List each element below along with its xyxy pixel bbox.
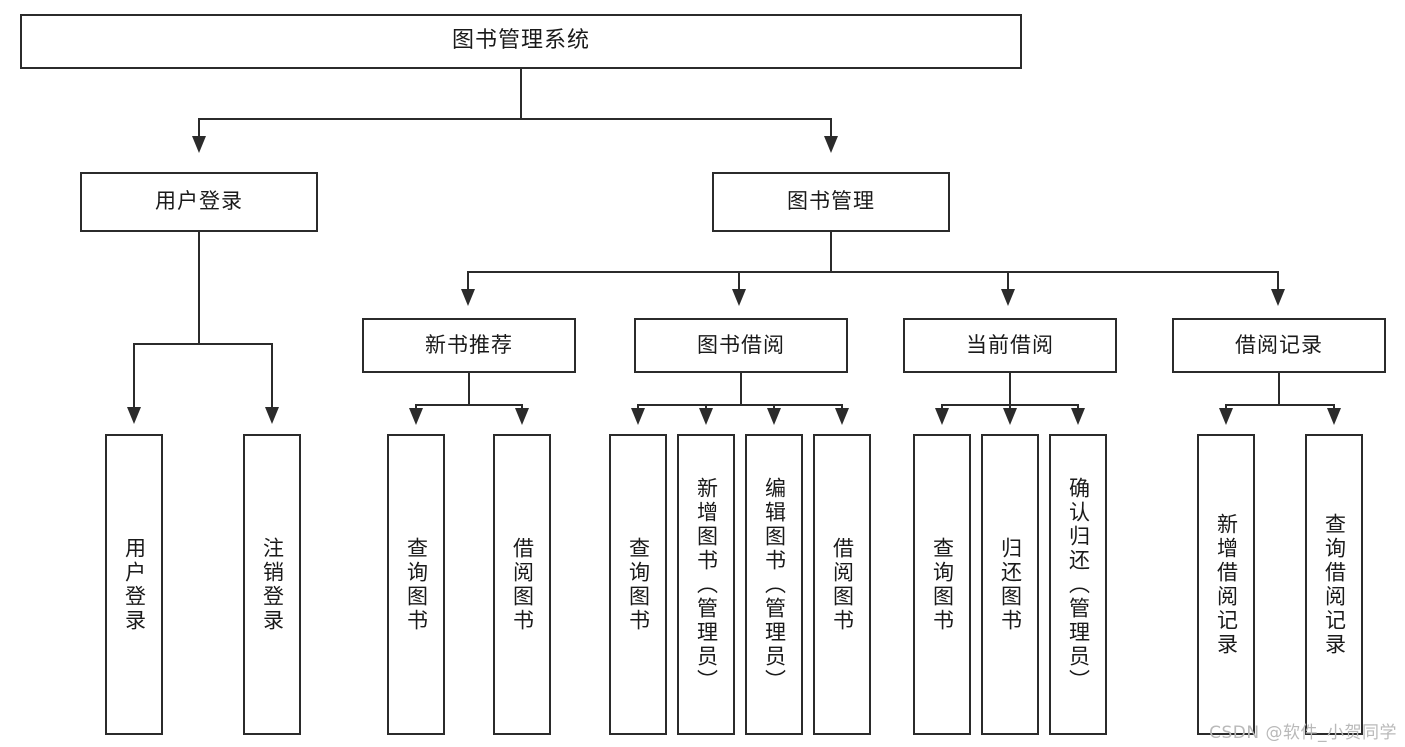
node-label: 查询图书 (930, 536, 955, 633)
node-book-borrow[interactable]: 图书借阅 (634, 318, 848, 373)
node-borrow-record[interactable]: 借阅记录 (1172, 318, 1386, 373)
node-label: 图书借阅 (697, 332, 785, 357)
arrowhead-to-leaf-confirm-return (1071, 408, 1085, 425)
connector-bb-drop-3 (773, 404, 775, 410)
node-leaf-return-book[interactable]: 归还图书 (981, 434, 1039, 735)
connector-nbr-drop-2 (521, 404, 523, 410)
node-label: 归还图书 (998, 536, 1023, 633)
node-new-book-recommend[interactable]: 新书推荐 (362, 318, 576, 373)
csdn-watermark: CSDN @软件_小贺同学 (1209, 723, 1397, 743)
connector-bm-drop-1 (467, 271, 469, 291)
connector-root-drop-2 (830, 118, 832, 138)
arrowhead-to-book-management (824, 136, 838, 153)
connector-bm-drop-3 (1007, 271, 1009, 291)
node-label: 借阅图书 (830, 536, 855, 633)
node-label: 编辑图书（管理员） (762, 476, 787, 693)
connector-br-bus (1225, 404, 1335, 406)
connector-cb-drop-2 (1009, 404, 1011, 410)
connector-cb-drop-1 (941, 404, 943, 410)
node-leaf-user-login[interactable]: 用户登录 (105, 434, 163, 735)
connector-nbr-stem (468, 373, 470, 405)
connector-cb-stem (1009, 373, 1011, 405)
node-leaf-add-record[interactable]: 新增借阅记录 (1197, 434, 1255, 735)
arrowhead-to-leaf-query-record (1327, 408, 1341, 425)
connector-user-login-drop-2 (271, 343, 273, 409)
connector-br-drop-1 (1225, 404, 1227, 410)
arrowhead-to-leaf-add-book (699, 408, 713, 425)
arrowhead-to-leaf-query-book-2 (631, 408, 645, 425)
node-leaf-borrow-book-1[interactable]: 借阅图书 (493, 434, 551, 735)
node-label: 查询图书 (404, 536, 429, 633)
arrowhead-to-leaf-add-record (1219, 408, 1233, 425)
connector-root-bus (198, 118, 832, 120)
connector-root-drop-1 (198, 118, 200, 138)
connector-user-login-stem (198, 232, 200, 344)
connector-bb-drop-4 (841, 404, 843, 410)
arrowhead-to-leaf-query-book-3 (935, 408, 949, 425)
connector-bb-drop-2 (705, 404, 707, 410)
connector-bb-bus (637, 404, 843, 406)
node-leaf-query-record[interactable]: 查询借阅记录 (1305, 434, 1363, 735)
node-book-management[interactable]: 图书管理 (712, 172, 950, 232)
arrowhead-to-leaf-return-book (1003, 408, 1017, 425)
node-leaf-borrow-book-2[interactable]: 借阅图书 (813, 434, 871, 735)
connector-bb-stem (740, 373, 742, 405)
node-leaf-logout[interactable]: 注销登录 (243, 434, 301, 735)
node-root-book-management-system[interactable]: 图书管理系统 (20, 14, 1022, 69)
node-label: 图书管理 (787, 189, 875, 214)
connector-root-stem (520, 69, 522, 119)
node-leaf-confirm-return[interactable]: 确认归还（管理员） (1049, 434, 1107, 735)
arrowhead-to-user-login (192, 136, 206, 153)
arrowhead-to-current-borrow (1001, 289, 1015, 306)
connector-bm-drop-4 (1277, 271, 1279, 291)
node-label: 确认归还（管理员） (1066, 476, 1091, 693)
connector-br-stem (1278, 373, 1280, 405)
node-label: 查询借阅记录 (1322, 512, 1347, 657)
node-user-login[interactable]: 用户登录 (80, 172, 318, 232)
connector-nbr-bus (415, 404, 523, 406)
node-label: 新增借阅记录 (1214, 512, 1239, 657)
arrowhead-to-leaf-borrow-book-1 (515, 408, 529, 425)
node-label: 查询图书 (626, 536, 651, 633)
node-leaf-edit-book[interactable]: 编辑图书（管理员） (745, 434, 803, 735)
node-label: 注销登录 (260, 536, 285, 633)
arrowhead-to-leaf-borrow-book-2 (835, 408, 849, 425)
connector-book-management-bus (467, 271, 1279, 273)
node-label: 图书管理系统 (451, 28, 590, 54)
node-leaf-query-book-3[interactable]: 查询图书 (913, 434, 971, 735)
node-leaf-add-book[interactable]: 新增图书（管理员） (677, 434, 735, 735)
node-label: 借阅图书 (510, 536, 535, 633)
connector-user-login-drop-1 (133, 343, 135, 409)
node-label: 用户登录 (155, 189, 243, 214)
node-current-borrow[interactable]: 当前借阅 (903, 318, 1117, 373)
arrowhead-to-leaf-query-book-1 (409, 408, 423, 425)
arrowhead-to-leaf-user-login (127, 407, 141, 424)
connector-br-drop-2 (1333, 404, 1335, 410)
arrowhead-to-borrow-record (1271, 289, 1285, 306)
arrowhead-to-new-book-recommend (461, 289, 475, 306)
connector-bb-drop-1 (637, 404, 639, 410)
arrowhead-to-leaf-logout (265, 407, 279, 424)
node-leaf-query-book-2[interactable]: 查询图书 (609, 434, 667, 735)
connector-nbr-drop-1 (415, 404, 417, 410)
node-label: 用户登录 (122, 536, 147, 633)
node-leaf-query-book-1[interactable]: 查询图书 (387, 434, 445, 735)
node-label: 借阅记录 (1235, 332, 1323, 357)
connector-book-management-stem (830, 232, 832, 272)
node-label: 新书推荐 (425, 332, 513, 357)
connector-bm-drop-2 (738, 271, 740, 291)
arrowhead-to-leaf-edit-book (767, 408, 781, 425)
connector-user-login-bus (133, 343, 273, 345)
node-label: 新增图书（管理员） (694, 476, 719, 693)
arrowhead-to-book-borrow (732, 289, 746, 306)
connector-cb-drop-3 (1077, 404, 1079, 410)
node-label: 当前借阅 (966, 332, 1054, 357)
